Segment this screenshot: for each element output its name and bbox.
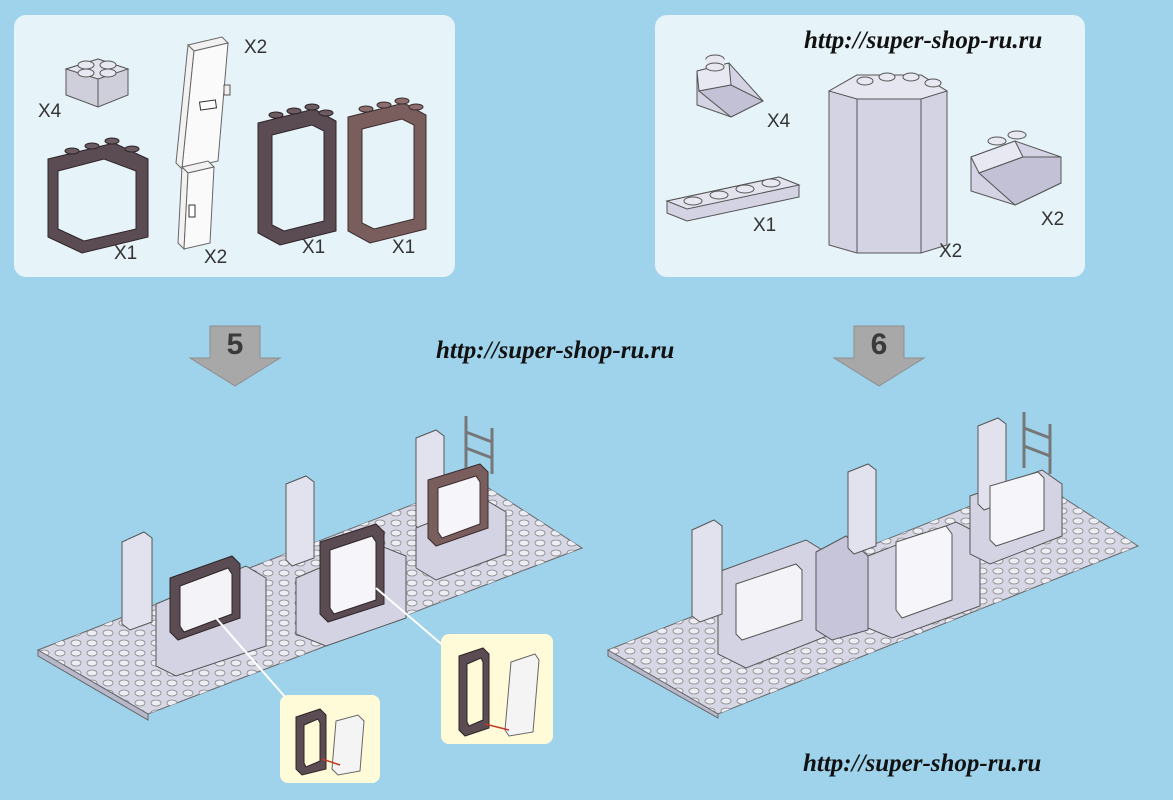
watermark-top-right: http://super-shop-ru.ru (804, 27, 1043, 54)
step-5-arrow: 5 (188, 324, 282, 388)
door-frame-assembly-icon (458, 647, 540, 737)
step-5-assembly-illustration (36, 416, 584, 721)
qty-tall-door: X2 (244, 37, 268, 58)
watermark-bottom-right: http://super-shop-ru.ru (803, 750, 1042, 777)
plate-1x4-icon (665, 176, 801, 222)
step-number: 5 (226, 328, 244, 361)
step-6-arrow: 6 (832, 324, 926, 388)
qty-slope-large: X2 (1041, 209, 1065, 230)
qty-small-door: X2 (204, 247, 228, 268)
window-frame-small-icon (47, 137, 149, 254)
brick-2x2-icon (64, 58, 130, 108)
qty-dark-frame: X1 (302, 237, 326, 258)
small-door-icon (177, 160, 215, 251)
slope-small-icon (696, 54, 765, 118)
qty-brown-frame: X1 (392, 237, 416, 258)
down-arrow-icon (188, 325, 282, 387)
parts-panel-step-6: X4 X1 X2 X2 (655, 15, 1085, 277)
qty-small-frame: X1 (114, 243, 138, 264)
step-number: 6 (870, 328, 888, 361)
door-frame-brown-icon (347, 97, 427, 244)
callout-small-frame (280, 695, 380, 783)
tall-door-icon (175, 36, 231, 171)
qty-slope-small: X4 (767, 111, 791, 132)
corner-panel-icon (827, 72, 949, 254)
door-frame-dark-icon (257, 103, 337, 246)
step-6-assembly-illustration (606, 412, 1140, 719)
callout-door-frame (441, 634, 553, 744)
parts-panel-step-5: X4 X2 X1 X2 X1 (14, 15, 455, 277)
qty-brick-2x2: X4 (38, 101, 62, 122)
slope-large-icon (970, 130, 1062, 206)
qty-plate-1x4: X1 (753, 215, 777, 236)
window-door-assembly-icon (295, 708, 365, 776)
qty-corner-panel: X2 (939, 241, 963, 262)
down-arrow-icon (832, 325, 926, 387)
watermark-middle: http://super-shop-ru.ru (436, 337, 675, 364)
